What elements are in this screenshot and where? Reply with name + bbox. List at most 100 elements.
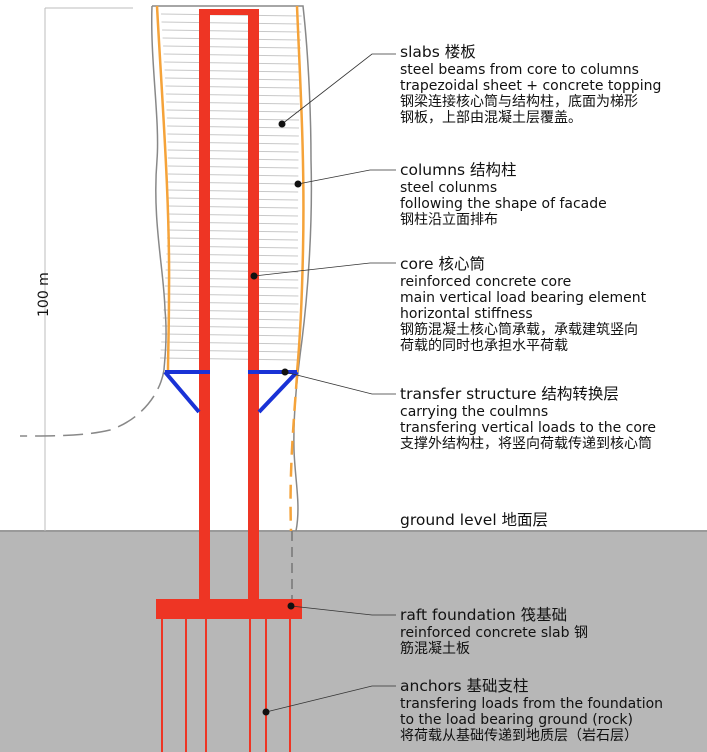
slab-line <box>161 21 302 25</box>
slab-line <box>167 181 299 185</box>
slabs-line-3: 钢梁连接核心筒与结构柱，底面为梯形 <box>400 94 638 110</box>
slab-line <box>163 53 301 57</box>
leader-line-slabs <box>281 53 396 125</box>
slab-line <box>167 173 299 177</box>
slab-line <box>163 45 301 49</box>
leader-line-anchors <box>265 685 396 713</box>
leader-line-transfer <box>284 371 396 395</box>
slab-line <box>160 349 300 353</box>
columns-line-1: steel colunms <box>400 180 498 196</box>
slab-line <box>164 69 301 73</box>
slab-line <box>167 149 299 153</box>
slab-line <box>166 253 299 257</box>
slab-line <box>167 213 299 217</box>
leader-dot-transfer <box>281 368 289 376</box>
anchors-line-1: transfering loads from the foundation <box>400 696 664 712</box>
core-line-4: 钢筋混凝土核心筒承载，承载建筑竖向 <box>400 322 638 338</box>
slab-line <box>165 269 299 273</box>
label-columns: columns 结构柱 steel colunms following the … <box>400 160 607 228</box>
columns-line-3: 钢柱沿立面排布 <box>400 212 498 228</box>
height-label: 100 m <box>36 272 52 317</box>
slab-line <box>165 85 300 89</box>
slab-line <box>167 133 299 137</box>
slab-line <box>165 77 300 81</box>
leader-line-columns <box>297 169 396 185</box>
slab-line <box>167 229 299 233</box>
facade-outline <box>150 5 313 532</box>
transfer-line-1: carrying the coulmns <box>400 404 549 420</box>
slab-line <box>167 157 299 161</box>
core-title: core 核心筒 <box>400 255 486 273</box>
core-line-5: 荷载的同时也承担水平荷载 <box>400 338 568 354</box>
leader-dot-core <box>250 272 258 280</box>
slab-line <box>163 309 299 313</box>
leader-line-raft <box>290 605 396 616</box>
slab-line <box>167 221 299 225</box>
slab-line <box>166 245 299 249</box>
core-line-1: reinforced concrete core <box>400 274 572 290</box>
slabs-line-1: steel beams from core to columns <box>400 62 639 78</box>
raft-line-1: reinforced concrete slab 钢 <box>400 625 588 641</box>
raft-foundation <box>156 599 302 619</box>
slab-line <box>167 165 299 169</box>
label-core: core 核心筒 reinforced concrete core main v… <box>400 254 646 354</box>
leader-line-core <box>253 262 396 277</box>
slab-line <box>166 101 300 105</box>
transfer-line-2: transfering vertical loads to the core <box>400 420 656 436</box>
slab-line <box>167 197 299 201</box>
anchors-title: anchors 基础支柱 <box>400 677 529 695</box>
slab-line <box>162 29 302 33</box>
leader-dot-columns <box>294 180 302 188</box>
core-wall-right <box>248 9 259 601</box>
slabs-line-2: trapezoidal sheet + concrete topping <box>400 78 662 94</box>
core-wall-left <box>199 9 210 601</box>
label-raft-foundation: raft foundation 筏基础 reinforced concrete … <box>400 605 588 657</box>
column-right <box>295 5 305 373</box>
slabs-title: slabs 楼板 <box>400 43 476 61</box>
slab-line <box>167 189 299 193</box>
slab-line <box>166 109 300 113</box>
raft-line-2: 筋混凝土板 <box>400 641 470 657</box>
slab-line <box>167 141 299 145</box>
anchors-line-3: 将荷载从基础传递到地质层（岩石层） <box>400 728 638 744</box>
transfer-title: transfer structure 结构转换层 <box>400 385 619 403</box>
ground-area <box>0 531 707 752</box>
slab-line <box>160 357 300 361</box>
transfer-line-3: 支撑外结构柱，将竖向荷载传递到核心筒 <box>400 436 652 452</box>
slab-line <box>166 117 300 121</box>
slab-line <box>161 341 300 345</box>
raft-title: raft foundation 筏基础 <box>400 606 568 624</box>
column-left <box>155 5 171 371</box>
slab-line <box>162 37 301 41</box>
slab-line <box>167 205 299 209</box>
slab-line <box>163 301 299 305</box>
slab-line <box>165 93 300 97</box>
slab-line <box>166 261 299 265</box>
slab-line <box>161 333 299 337</box>
core-line-3: horizontal stiffness <box>400 306 533 322</box>
slab-line <box>166 237 299 241</box>
anchors <box>161 619 291 752</box>
columns-line-2: following the shape of facade <box>400 196 607 212</box>
label-slabs: slabs 楼板 steel beams from core to column… <box>400 42 661 126</box>
podium-outline <box>19 369 165 437</box>
slab-line <box>165 277 299 281</box>
slab-line <box>162 317 299 321</box>
anchors-line-2: to the load bearing ground (rock) <box>400 712 633 728</box>
leader-dot-anchors <box>262 708 270 716</box>
label-ground-level: ground level 地面层 <box>400 510 548 530</box>
slab-line <box>164 61 301 65</box>
label-transfer-structure: transfer structure 结构转换层 carrying the co… <box>400 384 656 452</box>
slab-line <box>164 293 299 297</box>
label-anchors: anchors 基础支柱 transfering loads from the … <box>400 676 663 744</box>
transfer-structure <box>163 370 299 414</box>
slabs-line-4: 钢板，上部由混凝土层覆盖。 <box>400 110 582 126</box>
leader-lines <box>250 53 396 716</box>
leader-dot-raft <box>287 602 295 610</box>
columns-title: columns 结构柱 <box>400 161 517 179</box>
slab-lines <box>160 13 302 361</box>
ground-title: ground level 地面层 <box>400 511 549 529</box>
height-dimension-line <box>44 7 133 531</box>
